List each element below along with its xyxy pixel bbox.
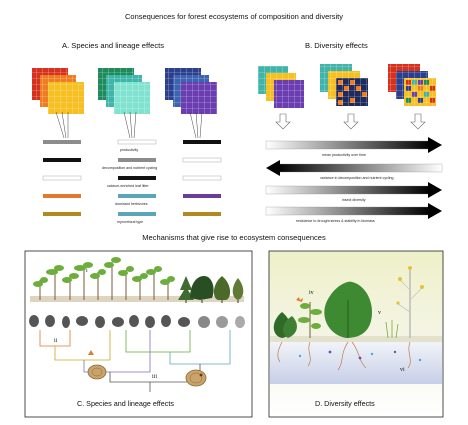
marker-iv: iv: [309, 290, 314, 296]
label-decomposition: decomposition and nutrient cycling: [102, 166, 158, 170]
trend-arrows: [265, 137, 443, 219]
stack-green: [98, 68, 150, 114]
marker-ii: ii: [54, 338, 58, 344]
panel-c-caption: C. Species and lineage effects: [77, 399, 174, 408]
figure-title: Consequences for forest ecosystems of co…: [124, 12, 344, 21]
wood-sections: [87, 350, 207, 387]
mechanisms-title: Mechanisms that give rise to ecosystem c…: [142, 233, 326, 242]
panel-a-heading: A. Species and lineage effects: [62, 41, 165, 50]
label-resistance: resistance to drought stress & stability…: [296, 219, 375, 223]
label-insect-diversity: insect diversity: [342, 198, 366, 202]
label-productivity: productivity: [120, 148, 139, 152]
panel-d-caption: D. Diversity effects: [315, 399, 375, 408]
label-calcium-litter: calcium-enriched leaf litter: [107, 184, 149, 188]
soil-layer: [270, 341, 442, 384]
diversity-grid-low: [258, 66, 304, 108]
marker-vi: vi: [400, 367, 405, 373]
label-mean-productivity: mean productivity over time: [322, 153, 366, 157]
panel-b-heading: B. Diversity effects: [305, 41, 368, 50]
panel-c-frame: [24, 250, 253, 418]
marker-i: i: [86, 268, 88, 274]
ground-line: [270, 336, 442, 342]
label-mycorrhizal: mycorrhizal type: [117, 220, 144, 224]
tree-row: [30, 257, 244, 303]
trait-bars: [42, 139, 222, 216]
marker-v: v: [378, 310, 381, 316]
diversity-down-arrows: [275, 113, 426, 130]
stack-blue: [165, 68, 217, 114]
leaf-row: [29, 315, 245, 328]
diversity-grid-high: [388, 64, 436, 106]
diversity-scene: [273, 266, 424, 371]
label-herbivores: dominant herbivores: [115, 202, 148, 206]
stack-red: [32, 68, 84, 114]
stack-connectors: [55, 111, 203, 139]
label-variance: variance in decomposition and nutrient c…: [320, 176, 394, 180]
marker-iii: iii: [152, 374, 158, 380]
diversity-grid-mid: [320, 64, 368, 106]
